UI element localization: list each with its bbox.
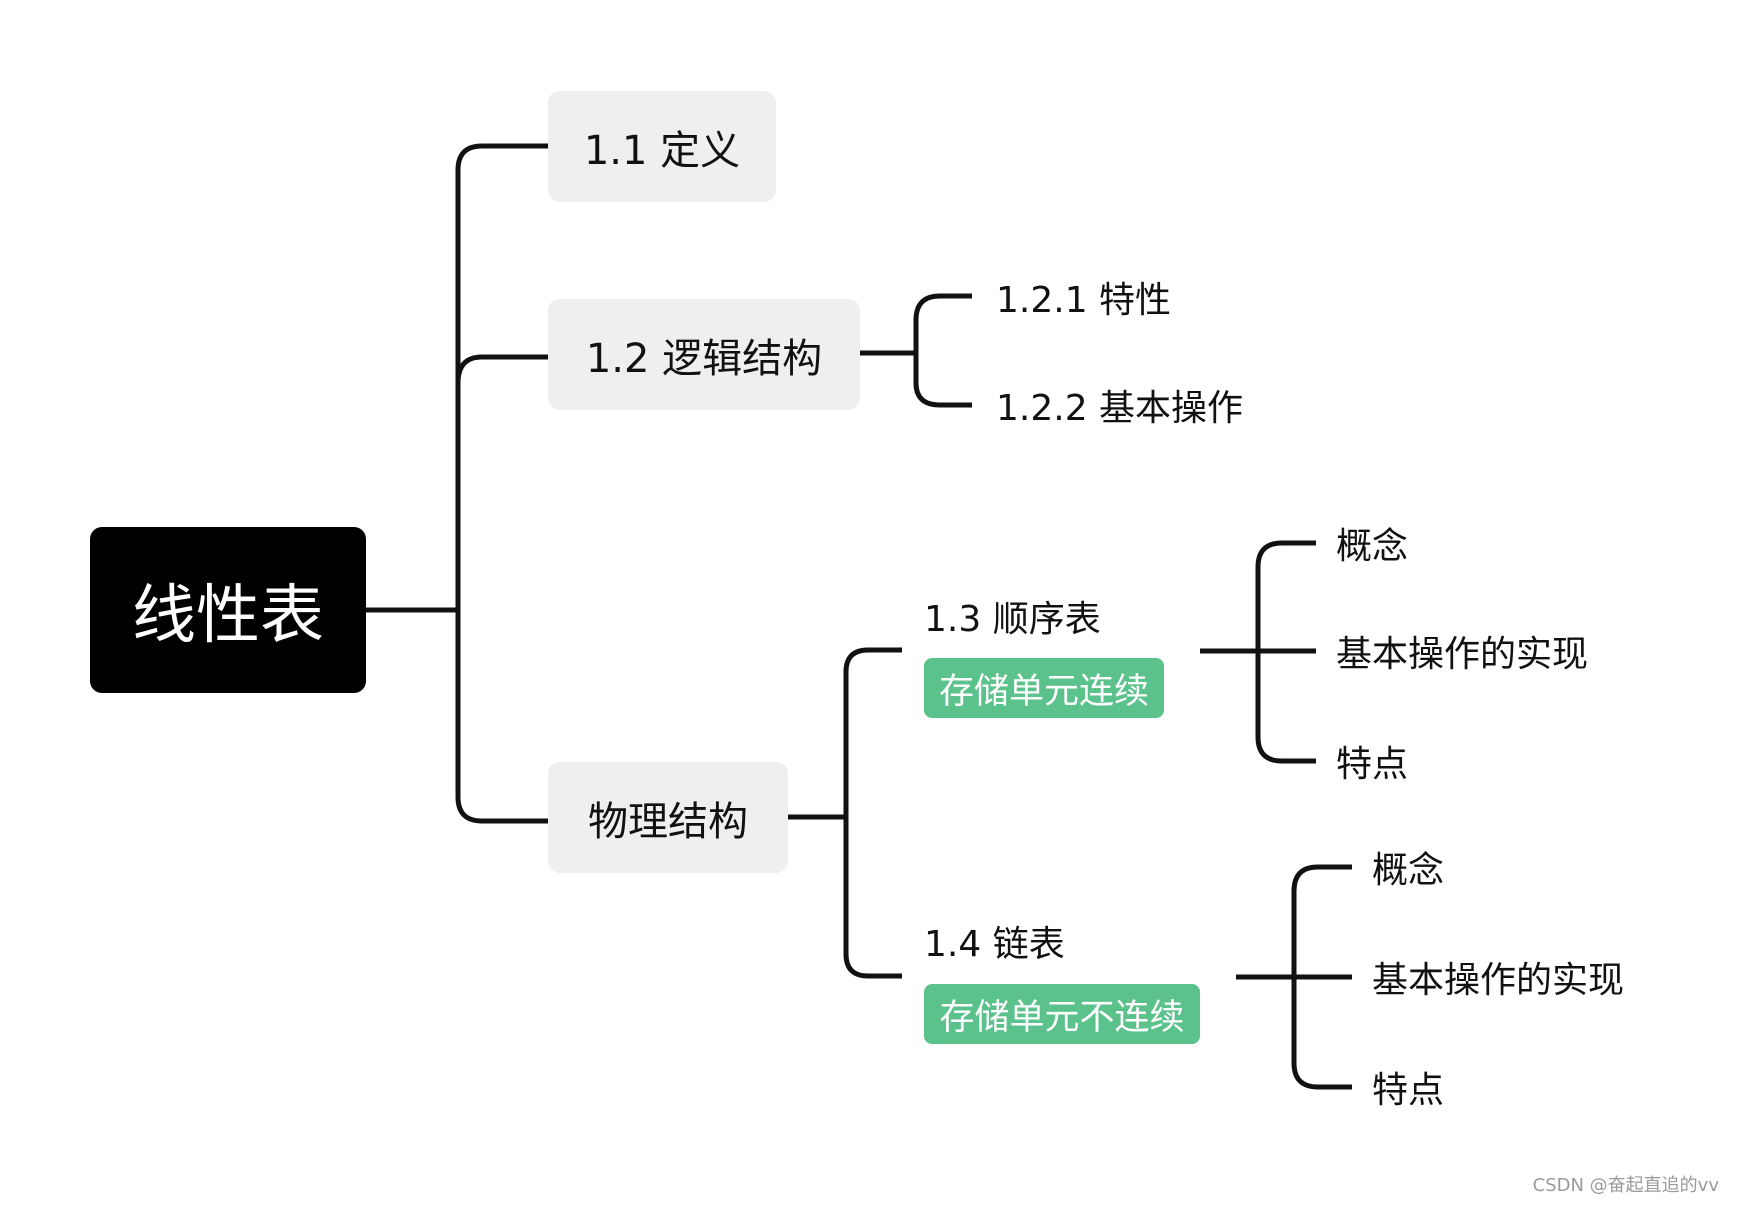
root-label: 线性表 bbox=[132, 579, 324, 653]
node-basic-operations-label: 1.2.2 基本操作 bbox=[996, 388, 1244, 429]
seq-child-features: 特点 bbox=[1336, 739, 1408, 785]
linked-child-features-label: 特点 bbox=[1372, 1070, 1445, 1111]
seq-child-concept-label: 概念 bbox=[1336, 526, 1409, 567]
root-node: 线性表 bbox=[90, 527, 366, 693]
node-linked-tag-label: 存储单元不连续 bbox=[939, 997, 1185, 1038]
node-seq-tag-label: 存储单元连续 bbox=[938, 671, 1149, 712]
seq-child-concept: 概念 bbox=[1336, 521, 1408, 567]
node-physical-structure: 物理结构 bbox=[548, 762, 788, 873]
node-logical-structure: 1.2 逻辑结构 bbox=[548, 299, 860, 410]
node-properties-label: 1.2.1 特性 bbox=[996, 280, 1172, 321]
node-physical-structure-label: 物理结构 bbox=[588, 798, 748, 845]
node-logical-structure-label: 1.2 逻辑结构 bbox=[585, 335, 823, 382]
linked-child-features: 特点 bbox=[1372, 1065, 1444, 1111]
linked-child-concept-label: 概念 bbox=[1372, 850, 1445, 891]
node-linked-title-label: 1.4 链表 bbox=[924, 924, 1065, 965]
node-linked-title: 1.4 链表 bbox=[924, 919, 1065, 965]
seq-child-implementation: 基本操作的实现 bbox=[1336, 629, 1588, 675]
node-seq-title: 1.3 顺序表 bbox=[924, 594, 1101, 640]
seq-child-features-label: 特点 bbox=[1336, 744, 1409, 785]
node-definition: 1.1 定义 bbox=[548, 91, 776, 202]
linked-child-implementation-label: 基本操作的实现 bbox=[1372, 960, 1625, 1001]
linked-child-implementation: 基本操作的实现 bbox=[1372, 955, 1624, 1001]
node-basic-operations: 1.2.2 基本操作 bbox=[996, 383, 1243, 429]
seq-child-implementation-label: 基本操作的实现 bbox=[1336, 634, 1589, 675]
watermark: CSDN @奋起直追的vv bbox=[1532, 1175, 1719, 1196]
node-seq-tag: 存储单元连续 bbox=[924, 658, 1164, 718]
node-definition-label: 1.1 定义 bbox=[583, 127, 741, 174]
node-linked-tag: 存储单元不连续 bbox=[924, 984, 1200, 1044]
node-seq-title-label: 1.3 顺序表 bbox=[924, 599, 1101, 640]
linked-child-concept: 概念 bbox=[1372, 845, 1444, 891]
node-properties: 1.2.1 特性 bbox=[996, 275, 1171, 321]
